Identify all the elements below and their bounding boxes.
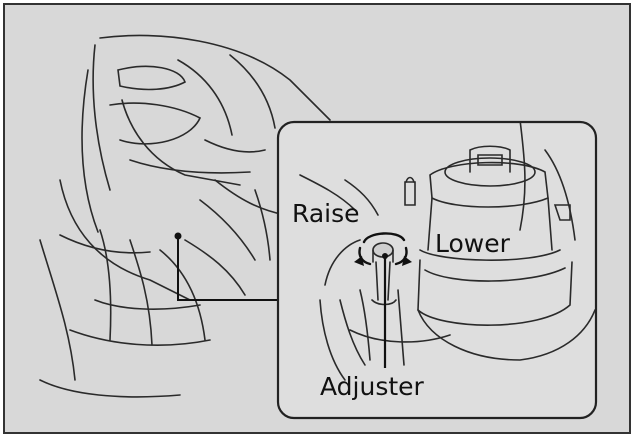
vehicle-front-illustration xyxy=(39,34,331,398)
callout-connector-line xyxy=(177,236,278,301)
lower-label: Lower xyxy=(435,229,511,258)
raise-label: Raise xyxy=(292,199,360,228)
inset-detail-panel xyxy=(276,120,598,420)
raise-arrow-head xyxy=(354,256,364,266)
lower-arrow-head xyxy=(402,256,412,266)
adjuster-callout-dot xyxy=(382,253,388,259)
adjuster-label: Adjuster xyxy=(320,372,425,401)
